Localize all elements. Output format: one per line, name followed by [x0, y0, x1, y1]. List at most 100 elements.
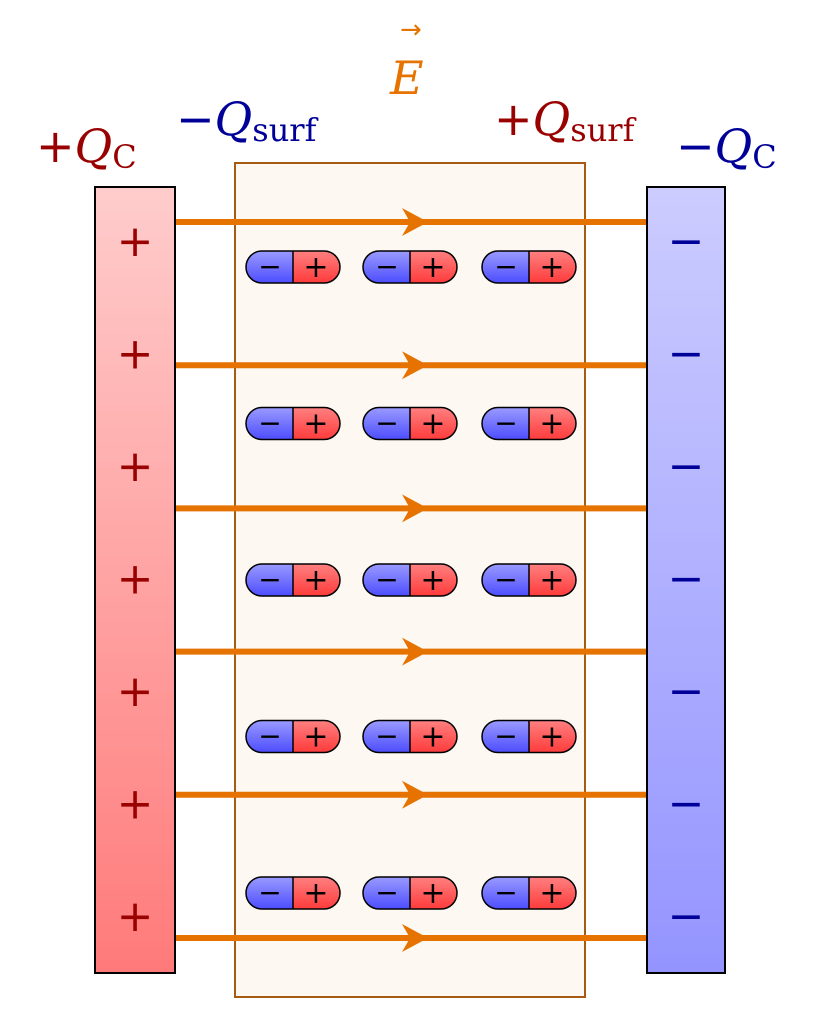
dipole-positive-sign: +: [303, 720, 328, 755]
dipole-negative-sign: −: [375, 563, 398, 596]
dipole-negative-sign: −: [494, 876, 517, 909]
left-plate-charge-label: +QC: [36, 119, 137, 176]
dipole: −+: [245, 250, 341, 285]
dipole-negative-end: [246, 564, 293, 596]
dipole-positive-end: [410, 407, 457, 440]
dipole-positive-sign: +: [539, 563, 564, 598]
dipole-positive-sign: +: [303, 250, 328, 285]
negative-charge-sign: −: [668, 329, 705, 380]
dipole: −+: [481, 563, 577, 598]
field-line: [175, 494, 647, 523]
dipole: −+: [245, 563, 341, 598]
dipole-negative-end: [482, 407, 529, 440]
dipole-positive-end: [293, 564, 340, 596]
dipole-negative-sign: −: [494, 563, 517, 596]
dipole-negative-sign: −: [375, 407, 398, 440]
negative-charge-sign: −: [668, 216, 705, 267]
plate-charges: +−+−+−+−+−+−+−: [117, 216, 705, 942]
positive-charge-sign: +: [117, 216, 154, 267]
dipole-negative-end: [482, 720, 529, 753]
arrowhead-icon: [402, 494, 428, 523]
dipole-positive-sign: +: [303, 407, 328, 442]
dipole-negative-sign: −: [494, 250, 517, 283]
dipole: −+: [481, 720, 577, 755]
dipole-positive-sign: +: [539, 876, 564, 911]
dipole-negative-sign: −: [258, 876, 281, 909]
dipole-positive-end: [529, 407, 576, 440]
dipole-positive-end: [529, 564, 576, 596]
dipole: −+: [245, 876, 341, 911]
dipole: −+: [362, 250, 458, 285]
dipole-negative-sign: −: [258, 563, 281, 596]
dipole: −+: [362, 563, 458, 598]
vector-arrow-mark: →: [400, 15, 422, 45]
dipole-negative-sign: −: [258, 407, 281, 440]
electric-field-label: E: [389, 51, 424, 105]
dipole-positive-sign: +: [539, 250, 564, 285]
dipole-negative-end: [246, 720, 293, 753]
dipole-negative-end: [363, 407, 410, 440]
field-line: [175, 924, 647, 952]
negative-charge-sign: −: [668, 891, 705, 942]
dipole-positive-end: [410, 877, 457, 909]
dipole: −+: [362, 876, 458, 911]
arrowhead-icon: [402, 208, 428, 236]
dipole-positive-sign: +: [420, 563, 445, 598]
dipole-positive-end: [293, 720, 340, 753]
field-line: [175, 351, 647, 380]
dipole-negative-end: [482, 877, 529, 909]
field-line: [175, 208, 647, 236]
positive-charge-sign: +: [117, 329, 154, 380]
dipole-positive-end: [529, 720, 576, 753]
dipole-negative-sign: −: [494, 720, 517, 753]
field-lines: [175, 208, 647, 952]
dipole: −+: [362, 720, 458, 755]
dipole-positive-end: [293, 407, 340, 440]
dipole-negative-end: [363, 877, 410, 909]
dipole-positive-end: [529, 251, 576, 283]
dipole-positive-sign: +: [420, 876, 445, 911]
dipole-negative-end: [482, 251, 529, 283]
dipole-positive-sign: +: [303, 876, 328, 911]
dipole-positive-end: [293, 251, 340, 283]
dipole-negative-end: [246, 877, 293, 909]
dipole-negative-end: [363, 251, 410, 283]
dipole-negative-sign: −: [258, 720, 281, 753]
right-plate-charge-label: −QC: [676, 119, 777, 176]
slab-right-surface-charge-label: +Qsurf: [494, 92, 637, 149]
dipole-positive-sign: +: [420, 407, 445, 442]
dipole-positive-sign: +: [420, 250, 445, 285]
negative-charge-sign: −: [668, 779, 705, 830]
dipole-negative-end: [363, 720, 410, 753]
positive-charge-sign: +: [117, 441, 154, 492]
slab-left-surface-charge-label: −Qsurf: [176, 92, 319, 149]
right-capacitor-plate: [646, 186, 726, 974]
dipole-positive-end: [293, 877, 340, 909]
dipole-positive-sign: +: [420, 720, 445, 755]
positive-charge-sign: +: [117, 554, 154, 605]
arrowhead-icon: [402, 637, 428, 666]
negative-charge-sign: −: [668, 666, 705, 717]
dipole: −+: [245, 407, 341, 442]
dipole: −+: [481, 250, 577, 285]
dipole-negative-sign: −: [375, 876, 398, 909]
dipole: −+: [481, 407, 577, 442]
dipole-grid: −+−+−+−+−+−+−+−+−+−+−+−+−+−+−+: [245, 250, 577, 911]
dipole-positive-end: [410, 251, 457, 283]
dipole-negative-sign: −: [258, 250, 281, 283]
dipole-negative-sign: −: [375, 720, 398, 753]
field-line: [175, 637, 647, 666]
arrowhead-icon: [402, 351, 428, 380]
dipole: −+: [481, 876, 577, 911]
dipole-positive-end: [410, 564, 457, 596]
dipole-positive-end: [410, 720, 457, 753]
dipole-positive-end: [529, 877, 576, 909]
dipole-positive-sign: +: [539, 720, 564, 755]
dipole-negative-sign: −: [375, 250, 398, 283]
positive-charge-sign: +: [117, 779, 154, 830]
arrowhead-icon: [402, 780, 428, 809]
dipole-negative-sign: −: [494, 407, 517, 440]
dipole: −+: [245, 720, 341, 755]
field-line: [175, 780, 647, 809]
